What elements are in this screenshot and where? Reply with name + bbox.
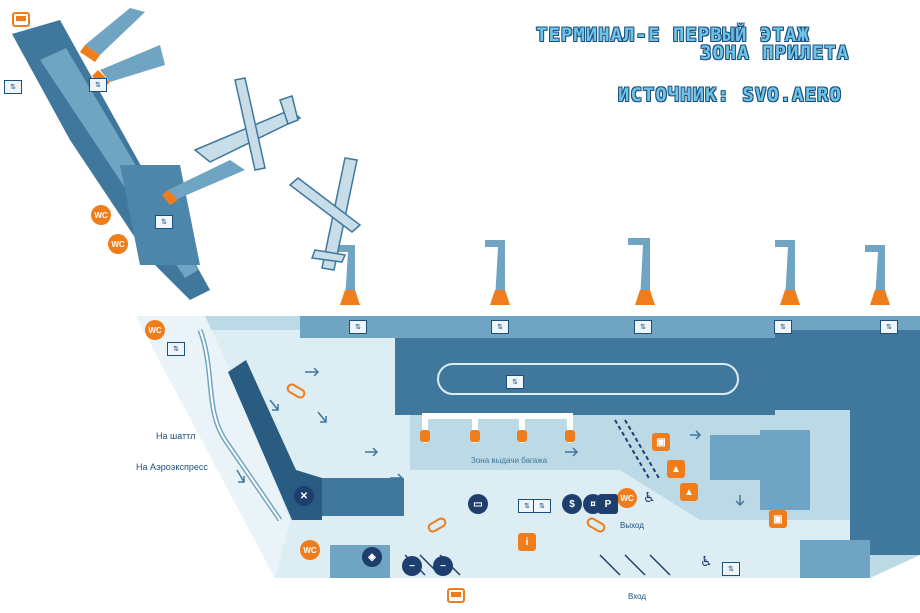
customs-icon: ▲: [680, 483, 698, 501]
belt-ends: [420, 430, 575, 442]
map-title-line2: ЗОНА ПРИЛЕТА: [700, 42, 850, 64]
customs-icon: ▲: [667, 460, 685, 478]
currency-exchange-icon: $: [562, 494, 582, 514]
escalator-icon: ⇅: [89, 78, 107, 92]
right-lower-block: [850, 410, 920, 555]
shuttle-path-inner: [199, 329, 281, 521]
left-curved-wall: [228, 360, 322, 520]
jet-bridges-pier: [85, 8, 245, 200]
gate-lounge-strip: [300, 316, 920, 338]
right-wing-block: [775, 330, 920, 410]
pre-hall-left: [136, 316, 290, 578]
wc-icon: WC: [91, 205, 111, 225]
wc-icon: WC: [145, 320, 165, 340]
map-title-line1: ТЕРМИНАЛ-E ПЕРВЫЙ ЭТАЖ: [536, 24, 810, 46]
service-block: [330, 545, 390, 578]
wheelchair-icon: ♿: [700, 554, 713, 570]
label-aeroexpress: На Аэроэкспресс: [136, 462, 208, 472]
parking-icon: P: [598, 494, 618, 514]
luggage-wrap-icon: ◈: [362, 547, 382, 567]
map-source: ИСТОЧНИК: SVO.AERO: [618, 84, 842, 106]
label-entrance: Вход: [628, 592, 647, 601]
escalator-icon: ⇅: [491, 320, 509, 334]
escalator-icon: ⇅: [533, 499, 551, 513]
info-icon: i: [518, 533, 536, 551]
bus-icon: [447, 588, 465, 603]
label-shuttle: На шаттл: [156, 431, 196, 441]
right-room-a: [710, 435, 760, 480]
restaurant-block: [322, 478, 404, 516]
right-room-b: [760, 430, 810, 510]
bus-icon: [12, 12, 30, 27]
escalator-icon: ⇅: [634, 320, 652, 334]
escalator-icon: ⇅: [722, 562, 740, 576]
wc-icon: WC: [108, 234, 128, 254]
label-baggage-zone: Зона выдачи багажа: [471, 456, 548, 465]
wc-icon: WC: [300, 540, 320, 560]
escalator-icon: ⇅: [167, 342, 185, 356]
escalator-icon: ⇅: [774, 320, 792, 334]
baggage-reclaim-oval: [437, 363, 739, 395]
gate-markers-main: [340, 290, 890, 305]
escalator-icon: ⇅: [349, 320, 367, 334]
service-block-2: [800, 540, 870, 578]
lost-baggage-icon: ▣: [769, 510, 787, 528]
escalator-icon: ⇅: [4, 80, 22, 94]
entrance-dashes: [614, 419, 661, 481]
escalator-icon: ⇅: [155, 215, 173, 229]
wheelchair-icon: ♿: [643, 490, 656, 506]
jet-bridges-main: [335, 238, 885, 300]
restaurant-icon: ✕: [294, 486, 314, 506]
wc-icon: WC: [617, 488, 637, 508]
shop-icon: ▭: [468, 494, 488, 514]
escalator-icon: ⇅: [880, 320, 898, 334]
no-entry-icon: −: [402, 556, 422, 576]
airplane-1: [193, 77, 302, 171]
label-exit: Выход: [620, 521, 644, 530]
lost-baggage-icon: ▣: [652, 433, 670, 451]
no-entry-icon: −: [433, 556, 453, 576]
airplane-2: [288, 157, 362, 271]
flow-arrows: [236, 367, 745, 507]
escalator-icon: ⇅: [506, 375, 524, 389]
